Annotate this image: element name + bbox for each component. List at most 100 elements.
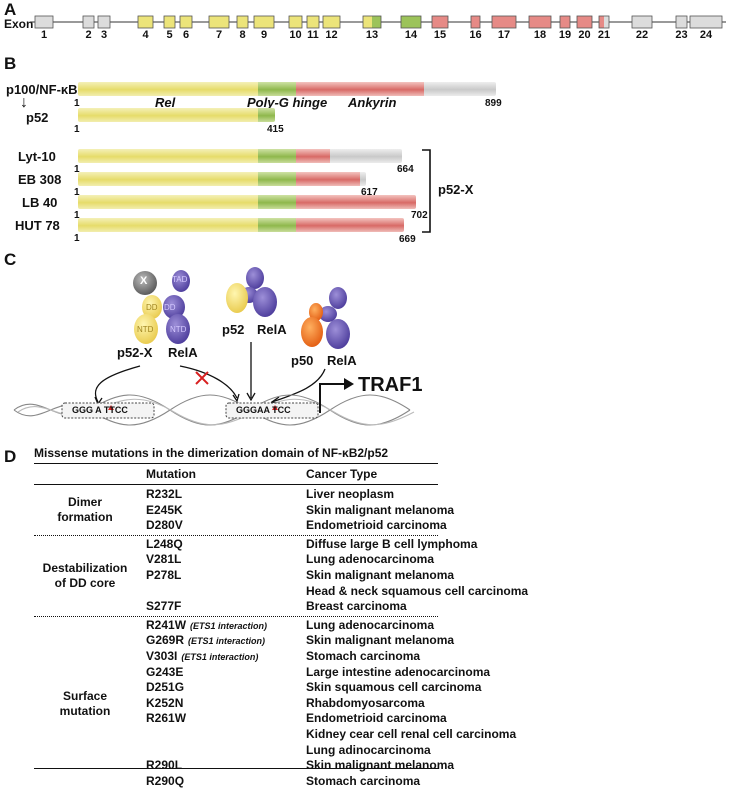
panel-d-letter: D [4, 447, 17, 466]
variant-name: EB 308 [18, 172, 62, 187]
exon-box [179, 15, 193, 29]
domain-polyg-label: Poly-G hinge [247, 95, 328, 110]
complex1-label-a: p52-X [117, 345, 153, 360]
exon-box [631, 15, 653, 29]
exon-number: 10 [289, 29, 302, 41]
table-cancer-cell: Rhabdomyosarcoma [306, 695, 425, 710]
x-label: X [140, 275, 148, 287]
exon-box [689, 15, 723, 29]
exon-box [82, 15, 95, 29]
table-mutation-cell: K252N [146, 696, 183, 710]
exon-number: 17 [497, 29, 511, 41]
complex3-label-b: RelA [327, 353, 357, 368]
complex3-label-a: p50 [291, 353, 314, 368]
complex2-label-b: RelA [257, 322, 287, 337]
tad-label: TAD [172, 275, 188, 284]
variant-name: LB 40 [22, 195, 58, 210]
mutation-code: R290L [146, 758, 183, 773]
exon-box [208, 15, 230, 29]
domain-ankyrin-label: Ankyrin [348, 95, 397, 110]
variant-end: 669 [399, 234, 416, 245]
table-cancer-cell: Endometrioid carcinoma [306, 711, 447, 726]
block-x-icon [195, 371, 209, 385]
exon-number: 15 [433, 29, 447, 41]
exon-box [163, 15, 176, 29]
table-mutation-cell: R241W(ETS1 interaction) [146, 618, 267, 632]
p100-label: p100/NF-κB2 [6, 82, 85, 97]
p100-start: 1 [74, 98, 80, 109]
exon-number: 9 [260, 29, 268, 41]
table-cancer-cell: Large intestine adenocarcinoma [306, 664, 491, 679]
panel-c-diagram [13, 267, 415, 426]
exon-number: 5 [166, 29, 173, 41]
exon-box [97, 15, 111, 29]
variant-start: 1 [74, 187, 80, 198]
mutation-code: G269R [146, 633, 185, 648]
table-mutation-cell: R261W [146, 711, 186, 725]
exon-box [675, 15, 688, 29]
mutation-code: S277F [146, 599, 182, 614]
table-cancer-cell: Lung adenocarcinoma [306, 552, 435, 567]
variant-end: 702 [411, 210, 428, 221]
variant-end: 664 [397, 164, 414, 175]
variant-bar [78, 149, 402, 163]
exon-box [576, 15, 593, 29]
exon-number: 3 [100, 29, 108, 41]
mutation-code: L248Q [146, 536, 183, 551]
table-mutation-cell: S277F [146, 599, 181, 613]
promoter-arrow [319, 383, 348, 413]
p52x-bracket [422, 149, 431, 233]
panel-b-letter: B [4, 54, 17, 73]
kb-site-2 [225, 402, 319, 419]
exon-box [491, 15, 517, 29]
exon-number: 2 [85, 29, 92, 41]
table-cancer-cell: Endometrioid carcinoma [306, 518, 447, 533]
mutation-note: (ETS1 interaction) [181, 652, 259, 662]
ntd-label-left: NTD [137, 325, 154, 334]
group-label-line2: mutation [59, 703, 111, 718]
exon-box [528, 15, 552, 29]
mutation-code: R290Q [146, 773, 185, 788]
group-label-line2: of DD core [54, 575, 116, 590]
table-bottom-rule [34, 768, 438, 769]
exon-number: 21 [597, 29, 611, 41]
p52-domain-bar [78, 108, 275, 122]
table-cancer-cell: Skin malignant melanoma [306, 568, 455, 582]
table-cancer-cell: Skin malignant melanoma [306, 633, 455, 648]
col-header-cancer: Cancer Type [306, 467, 378, 481]
complex1-label-b: RelA [168, 345, 198, 360]
dd-label-right: DD [164, 303, 176, 312]
mutation-note: (ETS1 interaction) [188, 636, 266, 647]
exon-box [598, 15, 610, 29]
table-mutation-cell: G243E [146, 665, 183, 679]
table-mutation-cell: V281L [146, 552, 181, 566]
p100-end: 899 [485, 98, 502, 109]
col-header-mutation: Mutation [146, 467, 196, 481]
table-cancer-cell: Stomach carcinoma [306, 649, 421, 663]
group-label-line1: Surface [62, 688, 108, 703]
exon-number: 18 [533, 29, 547, 41]
arrow-p52x-site1 [94, 365, 141, 403]
x-domain-shape [133, 271, 157, 295]
complex2-label-a: p52 [222, 322, 245, 337]
variant-name: HUT 78 [15, 218, 60, 233]
p52x-group-label: p52-X [438, 182, 474, 197]
table-mutation-cell: E245K [146, 503, 183, 517]
exon-box [288, 15, 303, 29]
variant-start: 1 [74, 164, 80, 175]
exon-box [236, 15, 249, 29]
dd-label-left: DD [146, 303, 158, 312]
exon-number: 7 [215, 29, 223, 41]
table-cancer-cell: Skin squamous cell carcinoma [306, 680, 482, 695]
exon-number: 16 [469, 29, 482, 41]
panel-c-letter: C [4, 250, 17, 269]
exon-box [470, 15, 481, 29]
exon-box [431, 15, 449, 29]
table-mutation-cell: R232L [146, 487, 182, 501]
variant-start: 1 [74, 210, 80, 221]
variant-name: Lyt-10 [18, 149, 56, 164]
exon-box [137, 15, 154, 29]
kb-site-1-sequence: GGG A TTCC [72, 405, 128, 415]
p52x-rela-complex [133, 270, 190, 344]
table-mutation-cell: D251G [146, 680, 184, 694]
